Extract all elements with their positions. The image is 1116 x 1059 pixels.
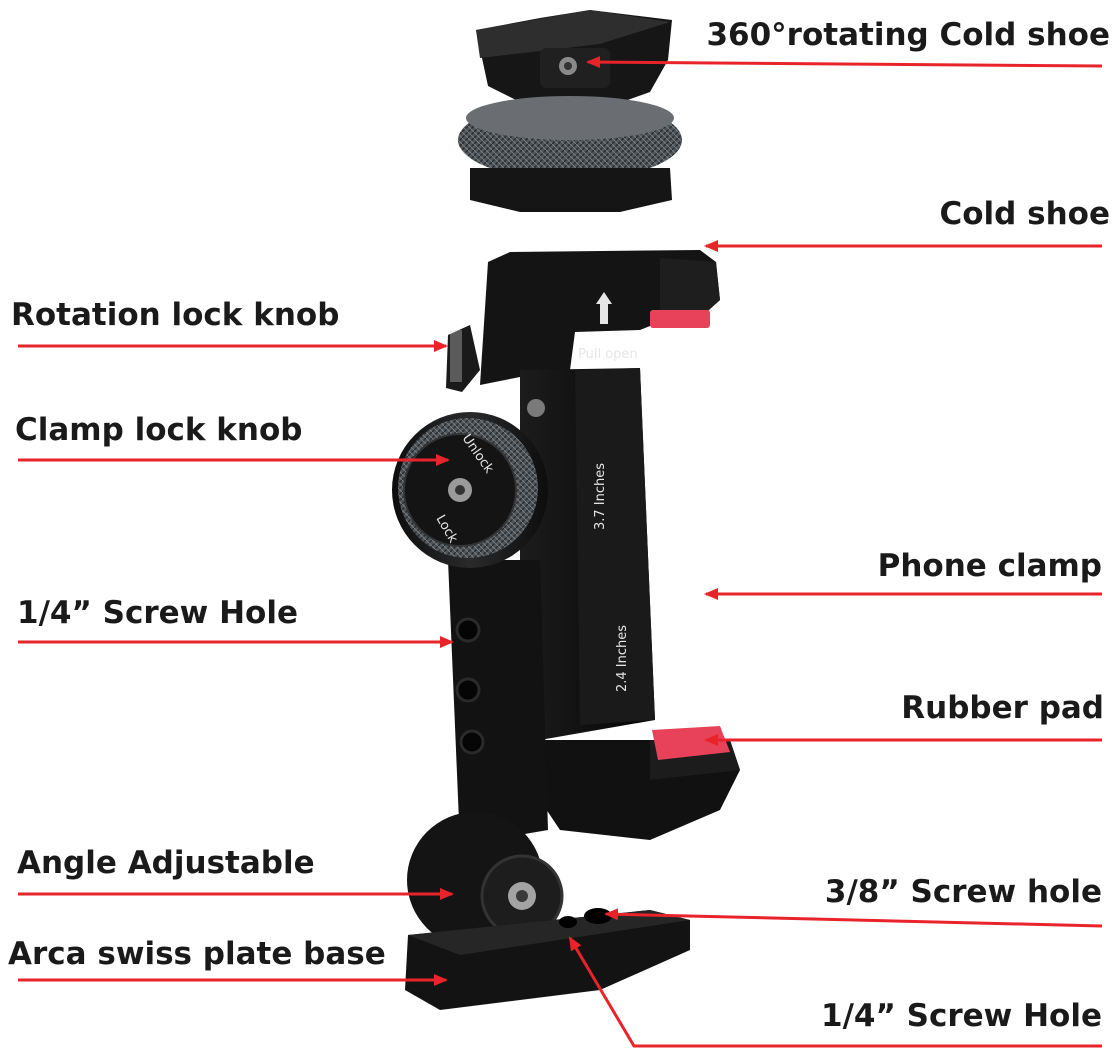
label-cold-shoe: Cold shoe: [939, 196, 1111, 232]
label-rotation-lock-knob: Rotation lock knob: [11, 297, 340, 333]
label-arca-swiss-plate-base: Arca swiss plate base: [8, 936, 386, 972]
pull-open-text: Pull open: [578, 347, 638, 362]
label-360-rotating-cold-shoe: 360°rotating Cold shoe: [706, 17, 1110, 53]
callout-arrows: [18, 56, 1103, 1048]
label-clamp-lock-knob: Clamp lock knob: [15, 412, 303, 448]
label-phone-clamp: Phone clamp: [877, 548, 1102, 584]
arrow-cold-shoe-360: [586, 56, 1103, 69]
label-angle-adjustable: Angle Adjustable: [17, 845, 315, 881]
rotating-cold-shoe: [458, 10, 682, 212]
label-screw-hole-quarter-left: 1/4” Screw Hole: [17, 595, 298, 631]
size-max-text: 3.7 Inches: [593, 463, 608, 530]
label-screw-hole-three-eighths: 3/8” Screw hole: [824, 874, 1102, 910]
label-rubber-pad: Rubber pad: [901, 690, 1104, 726]
size-min-text: 2.4 Inches: [615, 625, 630, 692]
arrow-screw-hole-bottom: [568, 936, 1102, 1048]
phone-clamp-body: [392, 250, 740, 1010]
arrow-screw-hole-3-8: [604, 908, 1103, 928]
label-screw-hole-quarter-bottom: 1/4” Screw Hole: [821, 998, 1102, 1034]
